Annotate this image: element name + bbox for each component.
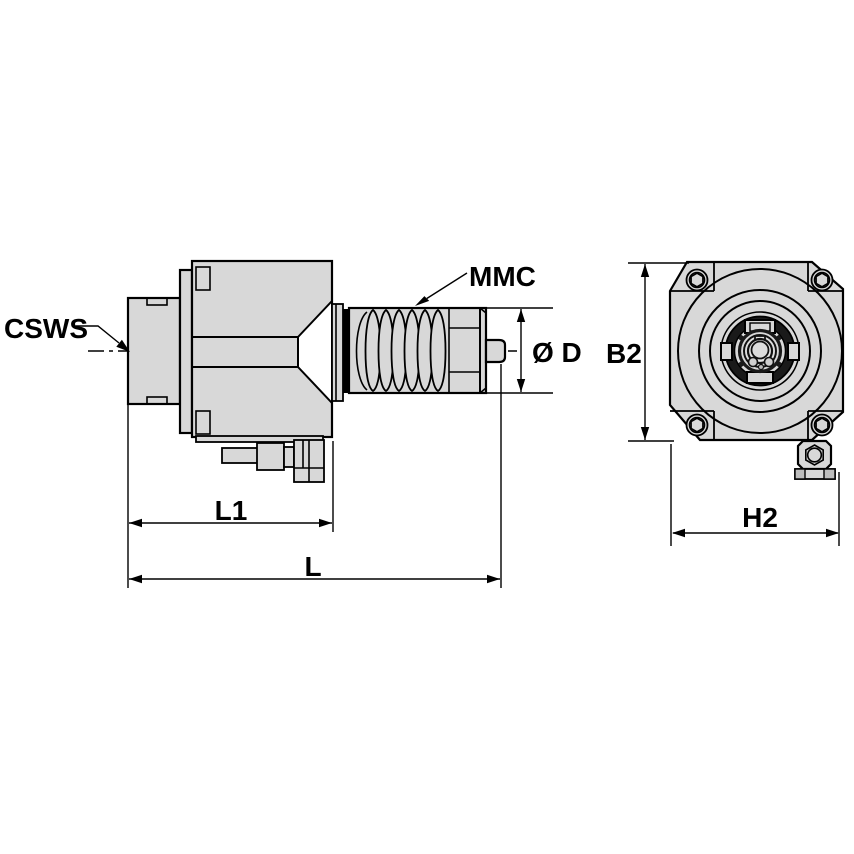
side-view: CSWS MMC Ø D L1 <box>4 259 582 588</box>
body-key-top <box>195 266 211 291</box>
boss-circle-group <box>677 268 843 434</box>
shank-callout: CSWS <box>4 313 130 352</box>
boss-circle <box>677 268 843 434</box>
center-pin <box>750 340 770 360</box>
height-dim-label: B2 <box>606 338 642 369</box>
coolant-neck <box>283 446 295 468</box>
shank-callout-arrowhead <box>116 339 130 352</box>
coolant-block-a <box>256 442 285 471</box>
coolant-plate-left-cell <box>794 468 806 480</box>
clamping-unit-callout: MMC <box>415 261 536 306</box>
l-arrow-right <box>487 574 500 584</box>
b2-arrow-down <box>640 427 650 440</box>
pin-hole-right <box>763 356 775 368</box>
screw-bottom-left <box>685 413 709 437</box>
coolant-plate-right-cell <box>823 468 836 480</box>
dia-arrow-up <box>516 309 526 322</box>
ring-outer <box>698 289 822 413</box>
l-arrow-left <box>129 574 142 584</box>
dia-arrow-down <box>516 379 526 392</box>
dimension-l: L <box>129 364 502 588</box>
diameter-dim-label: Ø D <box>532 337 582 368</box>
thread-profile <box>364 308 447 393</box>
screw-top-right <box>810 268 834 292</box>
vdi-shank <box>126 268 194 435</box>
coolant-fittings <box>195 435 325 483</box>
seal-ring <box>343 309 349 393</box>
shank-callout-label: CSWS <box>4 313 88 344</box>
face-chamfer-top <box>479 307 487 314</box>
front-view: B2 H2 <box>606 260 845 546</box>
shank-callout-leader <box>76 325 120 344</box>
dimension-pilot-diameter: Ø D <box>487 307 582 394</box>
coolant-port-hole <box>806 447 823 463</box>
length-dim-label: L <box>304 551 321 582</box>
spacer-ring <box>331 303 344 402</box>
h2-arrow-left <box>672 528 685 538</box>
body-key-bottom <box>195 410 211 435</box>
shank-serration-top <box>146 297 168 306</box>
clamping-unit-leader <box>426 272 468 300</box>
shank-flange <box>178 268 194 435</box>
base-plate <box>195 435 324 443</box>
dimension-b2: B2 <box>606 262 689 442</box>
corner-screws <box>685 268 834 437</box>
length1-dim-label: L1 <box>215 495 248 526</box>
screw-top-left <box>685 268 709 292</box>
pin-hole-left <box>747 356 759 368</box>
dimension-l1: L1 <box>127 405 334 588</box>
coolant-pipe <box>221 447 259 464</box>
thread-runout-arc <box>355 311 368 391</box>
shank-block <box>126 296 182 406</box>
coolant-port <box>794 439 836 480</box>
corner-pocket-lines <box>670 262 843 440</box>
width-dim-label: H2 <box>742 502 778 533</box>
clamping-thread-unit <box>347 306 507 395</box>
holder-body <box>190 259 349 439</box>
shank-serration-bottom <box>146 396 168 405</box>
key-tab-right <box>787 342 800 361</box>
ring-mid <box>709 300 811 402</box>
dimension-h2: H2 <box>670 444 840 546</box>
face-chamfer-bottom <box>479 387 487 394</box>
h2-arrow-right <box>826 528 839 538</box>
screw-bottom-right <box>810 413 834 437</box>
pilot-tip <box>484 338 507 364</box>
l1-arrow-left <box>129 518 142 528</box>
pin-hole-center <box>757 363 765 371</box>
clamping-unit-callout-label: MMC <box>469 261 536 292</box>
key-tab-left <box>720 342 733 361</box>
b2-arrow-up <box>640 264 650 277</box>
clamping-mechanism <box>698 289 822 413</box>
key-tab-bottom <box>746 371 774 384</box>
coolant-port-hex <box>804 444 825 466</box>
clamping-unit-arrowhead <box>415 296 430 306</box>
l1-arrow-right <box>319 518 332 528</box>
